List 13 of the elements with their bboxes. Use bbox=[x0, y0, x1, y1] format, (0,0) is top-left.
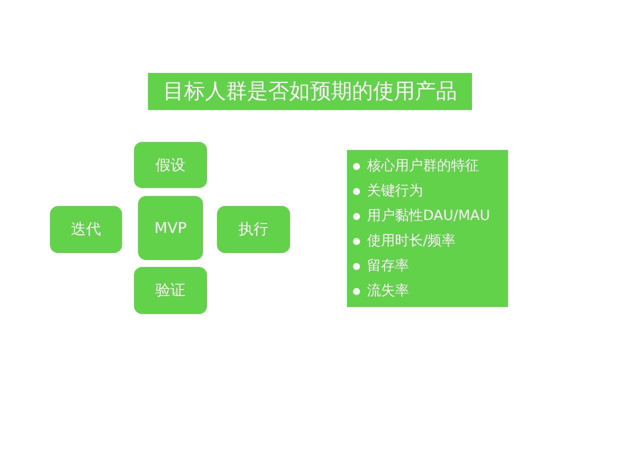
step-box: MVP bbox=[138, 196, 203, 260]
step-box: 执行 bbox=[217, 206, 290, 253]
step-box: 验证 bbox=[134, 267, 207, 314]
list-item-text: 关键行为 bbox=[367, 183, 423, 200]
title-banner: 目标人群是否如预期的使用产品 bbox=[148, 73, 472, 110]
step-box: 假设 bbox=[134, 142, 207, 188]
list-item-text: 留存率 bbox=[367, 258, 409, 275]
bullet-list-panel bbox=[347, 150, 508, 307]
list-item-text: 核心用户群的特征 bbox=[367, 158, 479, 175]
list-item-text: 流失率 bbox=[367, 283, 409, 300]
list-item-text: 用户黏性DAU/MAU bbox=[367, 208, 490, 225]
step-box: 迭代 bbox=[50, 206, 122, 253]
list-item-text: 使用时长/频率 bbox=[367, 233, 456, 250]
